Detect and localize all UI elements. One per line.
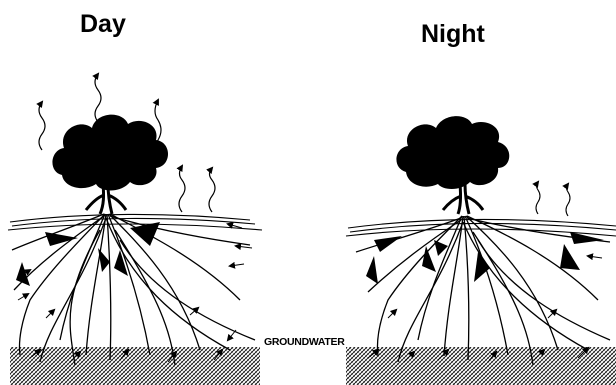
wavy-arrow-icon	[536, 182, 570, 216]
tree-icon	[52, 115, 168, 214]
day-panel: Day	[0, 0, 270, 385]
tree-icon	[396, 116, 509, 214]
day-scene	[0, 0, 270, 385]
night-panel: Night	[338, 0, 616, 385]
groundwater-zone	[10, 347, 260, 385]
groundwater-label: GROUNDWATER	[264, 336, 345, 348]
groundwater-zone	[346, 347, 616, 385]
root-nodules	[366, 232, 604, 284]
night-scene	[338, 0, 616, 385]
